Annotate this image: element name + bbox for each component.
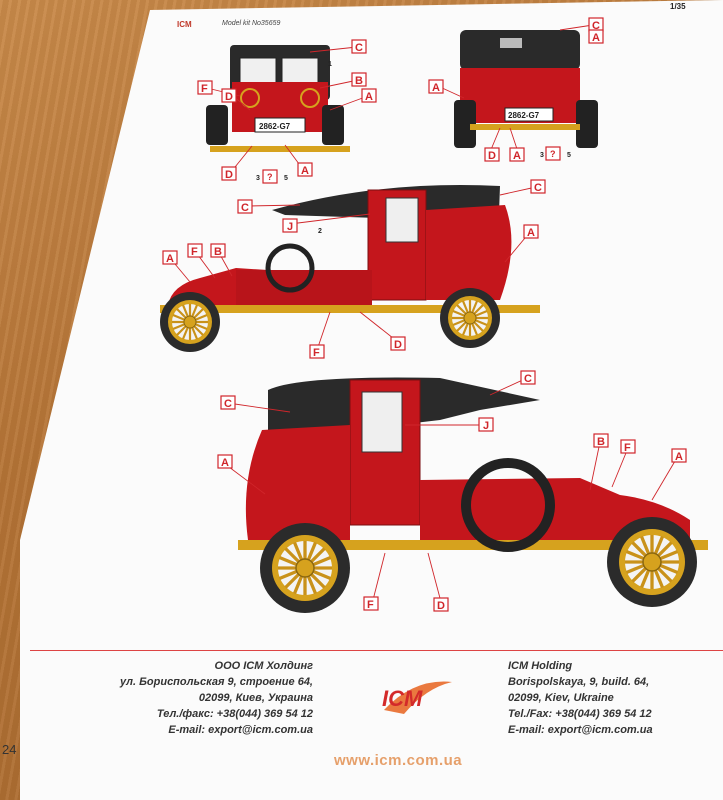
icm-logo-text: ICM	[382, 686, 423, 711]
en-phone: Tel./Fax: +38(044) 369 54 12	[508, 708, 652, 720]
callout-c: C	[592, 20, 600, 32]
callout-j: J	[483, 420, 489, 432]
header-scale: 1/35	[670, 2, 686, 11]
side-view-right	[238, 377, 708, 615]
callout-a: A	[513, 150, 521, 162]
callout-d: D	[225, 91, 233, 103]
callout-leaders	[169, 24, 679, 603]
callout-d: D	[225, 169, 233, 181]
page-number: 24	[2, 742, 17, 757]
callout-a: A	[301, 165, 309, 177]
header-brand: ICM	[177, 20, 192, 29]
callout-d: D	[488, 150, 496, 162]
address-russian: ООО ICM Холдинг ул. Бориспольская 9, стр…	[13, 658, 313, 738]
ru-email: E-mail: export@icm.com.ua	[168, 724, 313, 736]
en-email: E-mail: export@icm.com.ua	[508, 724, 653, 736]
icm-logo: ICM	[382, 681, 452, 714]
part-unknown: ?	[267, 172, 273, 182]
ru-street: ул. Бориспольская 9, строение 64,	[120, 676, 313, 688]
callout-a: A	[365, 91, 373, 103]
en-company: ICM Holding	[508, 660, 573, 672]
address-english: ICM Holding Borispolskaya, 9, build. 64,…	[508, 658, 723, 738]
callout-c: C	[224, 398, 232, 410]
part-number-2: 2	[318, 228, 322, 235]
side-view-left	[158, 185, 540, 354]
part-number-1: 1	[328, 61, 332, 68]
callout-c: C	[241, 202, 249, 214]
en-street: Borispolskaya, 9, build. 64,	[508, 676, 650, 688]
callout-c: C	[355, 42, 363, 54]
header-model-kit: Model kit No35659	[222, 20, 281, 27]
front-view: 2862-G7	[206, 45, 350, 152]
callout-f: F	[624, 442, 631, 454]
callout-f: F	[313, 347, 320, 359]
callout-a: A	[432, 82, 440, 94]
rear-view: 2862-G7	[454, 30, 598, 148]
ru-company: ООО ICM Холдинг	[214, 660, 313, 672]
part-number-3: 3	[256, 175, 260, 182]
callout-c: C	[534, 182, 542, 194]
callout-f: F	[367, 599, 374, 611]
callout-a: A	[675, 451, 683, 463]
part-number-5: 5	[284, 175, 288, 182]
footer-divider	[30, 650, 723, 651]
callout-f: F	[201, 83, 208, 95]
callout-a: A	[592, 32, 600, 44]
callout-b: B	[355, 75, 363, 87]
part-number-5: 5	[567, 152, 571, 159]
callout-a: A	[166, 253, 174, 265]
part-number-3: 3	[540, 152, 544, 159]
callout-f: F	[191, 246, 198, 258]
callout-b: B	[597, 436, 605, 448]
rear-license-plate: 2862-G7	[508, 111, 540, 120]
callout-b: B	[214, 246, 222, 258]
callout-a: A	[221, 457, 229, 469]
callout-a: A	[527, 227, 535, 239]
front-license-plate: 2862-G7	[259, 122, 291, 131]
callout-c: C	[524, 373, 532, 385]
part-unknown: ?	[550, 149, 556, 159]
website-link: www.icm.com.ua	[334, 752, 463, 769]
en-city: 02099, Kiev, Ukraine	[508, 692, 614, 704]
callout-j: J	[287, 221, 293, 233]
ru-phone: Тел./факс: +38(044) 369 54 12	[156, 708, 313, 720]
ru-city: 02099, Киев, Украина	[198, 692, 313, 704]
callout-d: D	[437, 600, 445, 612]
painting-diagram: 2862-G7 2862-G7	[158, 17, 708, 615]
callout-d: D	[394, 339, 402, 351]
